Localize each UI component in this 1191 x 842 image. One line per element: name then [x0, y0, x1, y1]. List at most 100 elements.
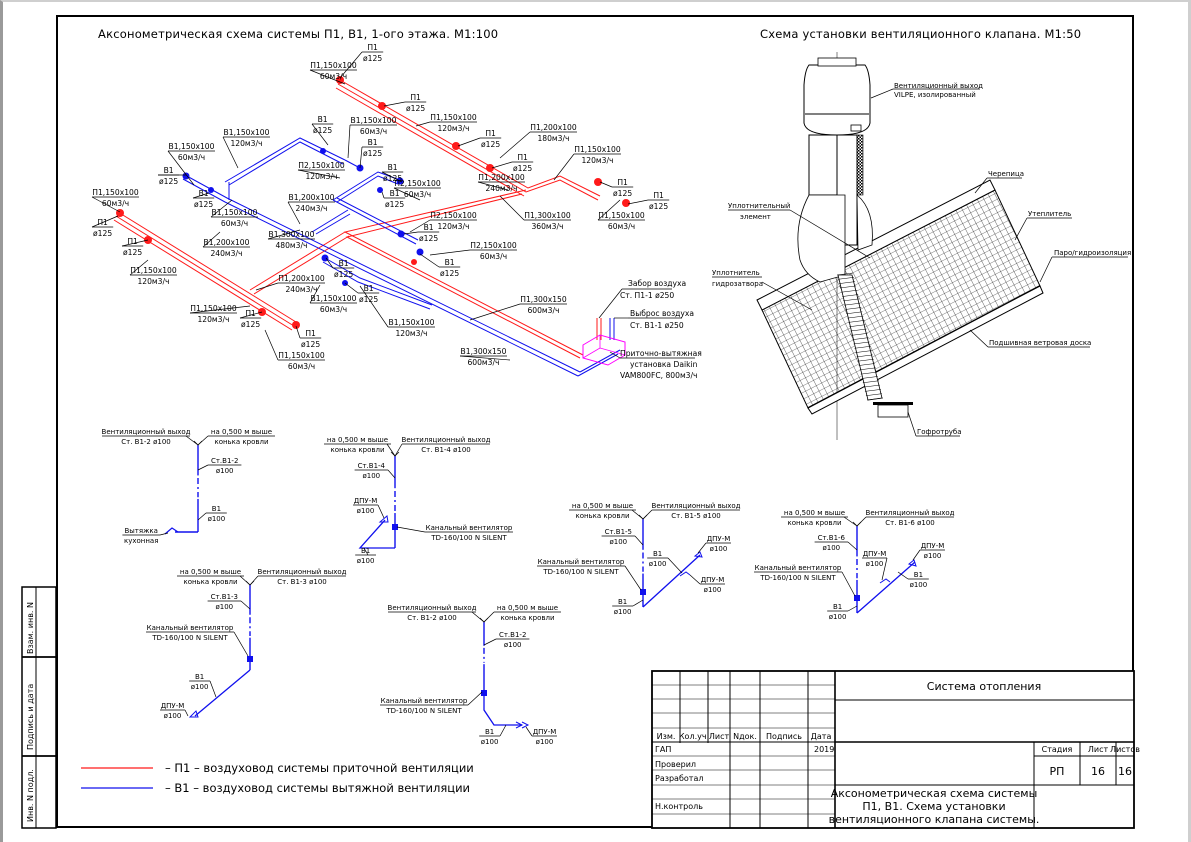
duct-label: П1,150х100 120м3/ч	[129, 259, 177, 286]
duct-label-bottom: 240м3/ч	[210, 249, 242, 258]
branch-label-bottom: ø100	[191, 683, 209, 691]
branch-label-bottom: ø100	[910, 581, 928, 589]
valve-label-top: ДПУ-М	[354, 497, 378, 505]
duct-label: П1 ø125	[121, 237, 149, 257]
duct-fan-icon	[854, 595, 860, 601]
fan-label-bottom: TD-160/100 N SILENT	[151, 634, 228, 642]
duct-label-bottom: 360м3/ч	[531, 222, 563, 231]
duct-label-bottom: 120м3/ч	[437, 222, 469, 231]
duct-label-bottom: 120м3/ч	[581, 156, 613, 165]
stack-label-bottom: ø100	[504, 641, 522, 649]
branch-label-top: В1	[485, 728, 494, 736]
duct-label-top: П1	[245, 309, 256, 318]
duct-label-bottom: 120м3/ч	[437, 124, 469, 133]
stack-label-bottom: ø100	[362, 472, 380, 480]
axonometric-labels: П1ø125П1,150х10060м3/чП1ø125П1,150х10012…	[91, 43, 670, 371]
duct-label-bottom: ø125	[440, 269, 459, 278]
svg-text:– П1 – воздуховод системы прит: – П1 – воздуховод системы приточной вент…	[165, 761, 474, 775]
duct-label-bottom: ø125	[363, 149, 382, 158]
svg-text:– В1 – воздуховод системы вытя: – В1 – воздуховод системы вытяжной венти…	[165, 781, 470, 795]
duct-fan-icon	[481, 690, 487, 696]
duct-label-bottom: 60м3/ч	[608, 222, 635, 231]
title-block-header-cell: Nдок.	[733, 732, 757, 741]
sheets-label: Листов	[1110, 745, 1140, 754]
duct-label-top: В1	[388, 163, 398, 172]
fan-label-top: Канальный вентилятор	[147, 624, 234, 632]
air-handling-unit	[582, 334, 626, 366]
duct-label-top: В1	[164, 166, 174, 175]
tile-label: Черепица	[974, 170, 1024, 194]
duct-label-bottom: ø125	[123, 248, 142, 257]
duct-label: В1 ø125	[381, 163, 404, 183]
branch2-label-top: В1	[653, 550, 662, 558]
branch2-label-top: В1	[833, 603, 842, 611]
duct-label-top: П2,150х100	[470, 241, 517, 250]
duct-label-bottom: 240м3/ч	[285, 285, 317, 294]
svg-text:Ст. П1-1 ø250: Ст. П1-1 ø250	[620, 291, 674, 300]
legend: – П1 – воздуховод системы приточной вент…	[81, 761, 474, 795]
height-label-bottom: конька кровли	[787, 519, 841, 527]
duct-label-bottom: ø125	[383, 174, 402, 183]
branch-label-top: В1	[618, 598, 627, 606]
duct-label-bottom: ø125	[301, 340, 320, 349]
duct-label-top: П1,150х100	[598, 211, 645, 220]
intake-label: Забор воздуха Ст. П1-1 ø250	[598, 279, 686, 319]
svg-text:Забор воздуха: Забор воздуха	[628, 279, 686, 288]
duct-label-bottom: 120м3/ч	[137, 277, 169, 286]
stage-label: Стадия	[1042, 745, 1073, 754]
duct-label-bottom: 60м3/ч	[360, 127, 387, 136]
stack-label-bottom: ø100	[822, 544, 840, 552]
svg-text:Вентиляционный выход: Вентиляционный выход	[894, 82, 983, 90]
svg-text:VILPE, изолированный: VILPE, изолированный	[894, 91, 976, 99]
duct-label-top: П1	[367, 43, 378, 52]
valve-label-top: ДПУ-М	[707, 535, 731, 543]
duct-label-bottom: ø125	[334, 270, 353, 279]
svg-text:Выброс воздуха: Выброс воздуха	[630, 309, 694, 318]
branch-label-top: В1	[914, 571, 923, 579]
duct-label-bottom: 60м3/ч	[480, 252, 507, 261]
duct-label-bottom: 600м3/ч	[467, 358, 499, 367]
duct-label-bottom: 120м3/ч	[197, 315, 229, 324]
sheet-value: 16	[1091, 765, 1105, 778]
duct-label-top: П1,150х100	[130, 266, 177, 275]
duct-label-bottom: ø125	[313, 126, 332, 135]
terminal-label-bottom: кухонная	[124, 537, 158, 545]
left-drawing-title: Аксонометрическая схема системы П1, В1, …	[98, 27, 498, 41]
height-label-top: на 0,500 м выше	[211, 428, 272, 436]
duct-label-bottom: ø125	[513, 164, 532, 173]
side-stamp-original-inv: Инв. N подл.	[26, 769, 35, 822]
duct-label-top: П1,150х100	[190, 304, 237, 313]
branch-label-bottom: ø100	[614, 608, 632, 616]
valve-label-bottom: ø100	[710, 545, 728, 553]
branch-label-top: В1	[195, 673, 204, 681]
duct-label-top: В1	[368, 138, 378, 147]
duct-fan-icon	[392, 524, 398, 530]
height-label-top: на 0,500 м выше	[784, 509, 845, 517]
fan-label-top: Канальный вентилятор	[755, 564, 842, 572]
duct-label-top: П1	[127, 237, 138, 246]
duct-label-bottom: ø125	[406, 104, 425, 113]
svg-text:Гофротруба: Гофротруба	[917, 428, 962, 436]
corrugated-pipe	[836, 272, 913, 418]
exhaust-ducts-b1	[182, 137, 621, 377]
legend-item-exhaust: – В1 – воздуховод системы вытяжной венти…	[81, 781, 470, 795]
sheet-title-line-2: П1, В1. Схема установки	[862, 800, 1005, 813]
duct-label-top: В1	[445, 258, 455, 267]
